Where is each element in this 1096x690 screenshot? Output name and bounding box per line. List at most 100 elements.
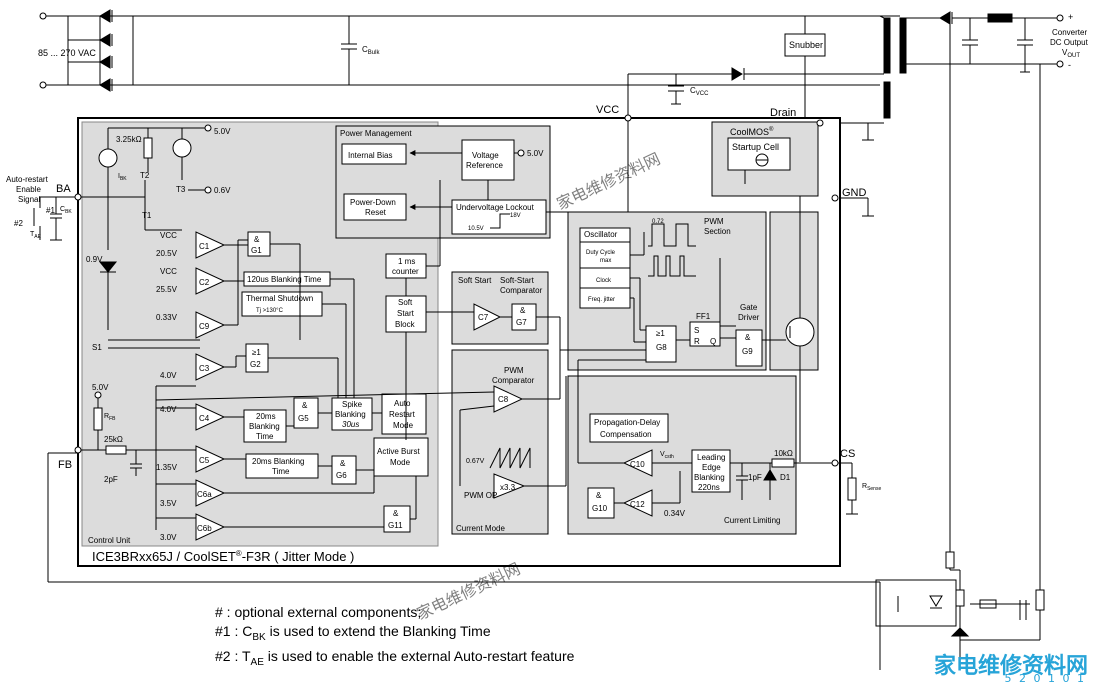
power-down-label: Power-Down	[350, 198, 396, 207]
g5-sym: &	[302, 401, 308, 410]
propagation-delay-box	[589, 413, 669, 443]
rsense-label: RSense	[862, 483, 881, 492]
ar3: Mode	[393, 421, 414, 430]
r10k-label: 10kΩ	[774, 449, 793, 458]
drain-pin-label: Drain	[770, 107, 796, 119]
v135-label: 1.35V	[156, 463, 178, 472]
c9-label: C9	[199, 322, 210, 331]
g8-sym: ≥1	[656, 329, 665, 338]
gate-driver-area	[769, 211, 819, 371]
active-burst-box	[373, 437, 429, 477]
converter-label: Converter	[1052, 28, 1087, 37]
thermal-box	[241, 291, 323, 317]
v50a-label: 5.0V	[214, 127, 231, 136]
ff1-label: FF1	[696, 312, 711, 321]
g9-sym: &	[745, 333, 751, 342]
v09-label: 0.9V	[86, 255, 103, 264]
c12-label: C12	[630, 500, 645, 509]
voltage-label: Voltage	[472, 151, 499, 160]
uvlo-label: Undervoltage Lockout	[456, 203, 535, 212]
section-label: Section	[704, 227, 731, 236]
signal-label: Signal	[18, 195, 40, 204]
v40a-label: 4.0V	[160, 371, 177, 380]
power-mgmt-label: Power Management	[340, 129, 412, 138]
t3-label: T3	[176, 185, 186, 194]
c2-label: C2	[199, 278, 210, 287]
reference-label: Reference	[466, 161, 503, 170]
vcc-pin-label: VCC	[596, 104, 619, 116]
duty-label: Duty Cycle	[586, 250, 616, 256]
v30-label: 3.0V	[160, 533, 177, 542]
v06-label: 0.6V	[214, 186, 231, 195]
coolmos-label: CoolMOS®	[730, 126, 774, 137]
g10-label: G10	[592, 504, 608, 513]
fb-network	[47, 391, 880, 583]
reset-label: Reset	[365, 208, 387, 217]
v034-label: 0.34V	[664, 509, 686, 518]
soft-start-label: Soft Start	[458, 276, 492, 285]
v067-label: 0.67V	[466, 458, 485, 465]
ic-name: ICE3BRxx65J / CoolSET®-F3R ( Jitter Mode…	[92, 549, 354, 564]
spike3: 30us	[342, 420, 359, 429]
cu-comparators	[195, 231, 226, 541]
counter-label: counter	[392, 267, 419, 276]
watermark-logo: 家电维修资料网	[933, 654, 1088, 679]
c8-comparator	[493, 385, 524, 413]
g2-sym: ≥1	[252, 348, 261, 357]
leb1: Leading	[697, 453, 725, 462]
prop1-label: Propagation-Delay	[594, 418, 660, 427]
dc-output-label: DC Output	[1050, 38, 1089, 47]
spike-box	[331, 397, 373, 431]
watermark-sub: 5 2 0 1 0 1	[1004, 672, 1086, 685]
x33-label: x3.3	[500, 483, 516, 492]
g9-box	[735, 329, 763, 367]
r25k-label: 25kΩ	[104, 435, 123, 444]
start-label: Start	[397, 309, 415, 318]
current-mode-label: Current Mode	[456, 524, 505, 533]
ab2: Mode	[390, 458, 411, 467]
power-down-reset-box	[343, 193, 407, 221]
blank120-label: 120us Blanking Time	[247, 275, 322, 284]
v255-label: 25.5V	[156, 285, 178, 294]
v35-label: 3.5V	[160, 499, 177, 508]
c1-label: C1	[199, 242, 210, 251]
g1-sym: &	[254, 235, 260, 244]
cbulk-label: CBulk	[362, 45, 380, 56]
v205-label: 20.5V	[156, 249, 178, 258]
internal-bias-box	[341, 143, 407, 165]
c2pf-label: 2pF	[104, 475, 118, 484]
cs-pin-label: CS	[840, 448, 855, 460]
ar1: Auto	[394, 399, 411, 408]
g7-sym: &	[520, 306, 526, 315]
ss-comp1: Soft-Start	[500, 276, 535, 285]
c7-comparator	[473, 303, 502, 331]
r325-label: 3.25kΩ	[116, 135, 142, 144]
cs-wiring	[831, 459, 858, 515]
vcsth-label: Vcsth	[660, 451, 674, 460]
block-label: Block	[395, 320, 416, 329]
note-hash1: #1 : CBK is used to extend the Blanking …	[215, 623, 491, 643]
blank20-2-box	[245, 453, 319, 479]
g8-box	[645, 325, 677, 363]
voltage-reference-box	[461, 139, 515, 181]
tj-label: Tj >130°C	[256, 308, 284, 314]
soft-label: Soft	[398, 298, 413, 307]
uvlo-18v: 18V	[510, 213, 521, 219]
tae-label: TAE	[30, 231, 42, 240]
leb4: 220ns	[698, 483, 720, 492]
control-unit-label: Control Unit	[88, 536, 131, 545]
hash2-label: #2	[14, 219, 23, 228]
g6-sym: &	[340, 459, 346, 468]
vout-label: VOUT	[1062, 48, 1080, 59]
ff1-s: S	[694, 326, 699, 335]
startup-cell-label: Startup Cell	[732, 142, 779, 152]
current-limiting-label: Current Limiting	[724, 516, 780, 525]
pwm-op-amp	[493, 473, 526, 499]
c3-label: C3	[199, 364, 210, 373]
oscillator-label: Oscillator	[584, 230, 618, 239]
t2-label: T2	[140, 171, 150, 180]
hash1-label: #1	[46, 206, 55, 215]
plus-out: +	[1068, 12, 1073, 22]
ff1-q: Q	[710, 337, 716, 346]
vcc-c2-label: VCC	[160, 267, 177, 276]
